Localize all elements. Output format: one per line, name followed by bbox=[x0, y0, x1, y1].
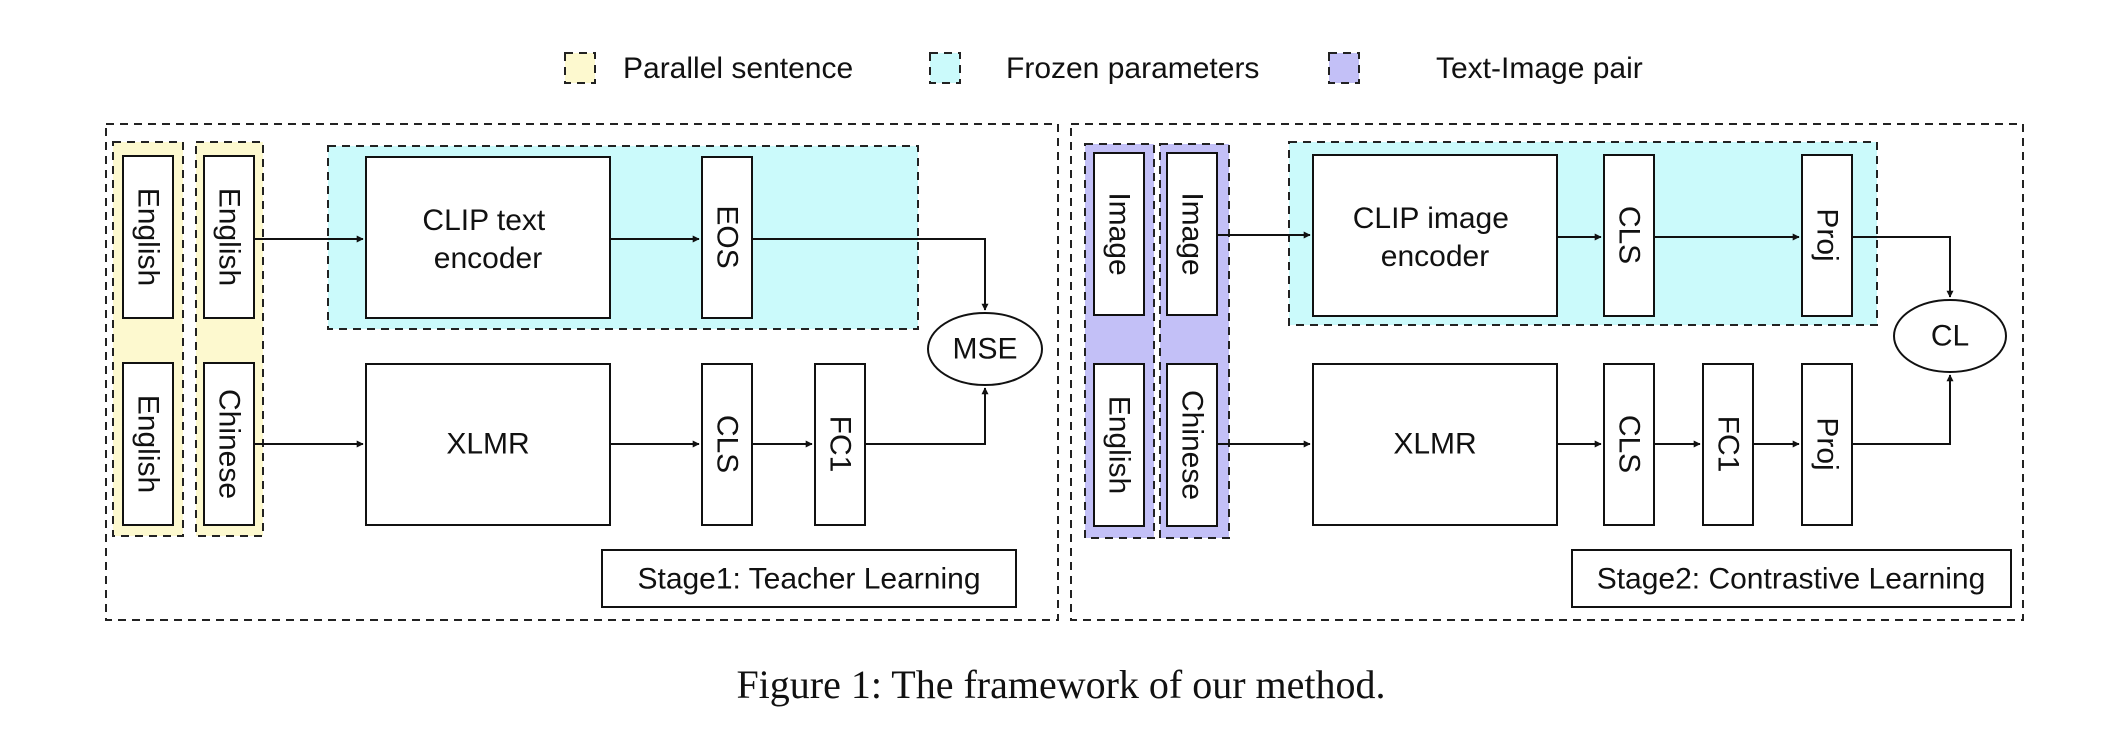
stage1-input-english-b1 bbox=[122, 362, 174, 526]
legend-swatch-parallel bbox=[564, 52, 596, 84]
stage1-input-english-a1 bbox=[122, 155, 174, 319]
stage2-cls-token bbox=[1603, 363, 1655, 526]
stage1-clip-text-encoder-line2: encoder bbox=[434, 242, 542, 275]
figure-caption: Figure 1: The framework of our method. bbox=[736, 662, 1385, 707]
stage2-proj-layer bbox=[1801, 363, 1853, 526]
stage2-clip-image-encoder-label: CLIP image encoder bbox=[1353, 202, 1518, 273]
stage2-xlmr-label: XLMR bbox=[1393, 428, 1476, 461]
stage1-mse-label: MSE bbox=[952, 333, 1017, 366]
stage2-clip-image-encoder-line2: encoder bbox=[1381, 240, 1489, 273]
stage1-panel: English English English Chinese CLIP tex… bbox=[105, 123, 1059, 621]
stage2-xlmr-encoder bbox=[1312, 363, 1558, 526]
legend-swatch-frozen bbox=[929, 52, 961, 84]
legend-item-pair: Text-Image pair bbox=[1328, 52, 1643, 85]
stage2-label: Stage2: Contrastive Learning bbox=[1597, 563, 1986, 596]
stage1-input-english-a2 bbox=[203, 155, 255, 319]
stage2-input-chinese-b2 bbox=[1166, 363, 1218, 527]
stage1-input-chinese-b2-label: Chinese bbox=[213, 389, 246, 499]
stage2-input-chinese-b2-label: Chinese bbox=[1176, 390, 1209, 500]
legend-label-parallel: Parallel sentence bbox=[623, 52, 853, 85]
stage2-input-image-a1-label: Image bbox=[1103, 192, 1136, 275]
stage2-fc1-layer bbox=[1702, 363, 1754, 526]
stage1-eos-token bbox=[701, 156, 753, 319]
stage1-input-english-a2-label: English bbox=[213, 188, 246, 286]
legend-label-frozen: Frozen parameters bbox=[1006, 52, 1259, 85]
legend-label-pair: Text-Image pair bbox=[1436, 52, 1643, 85]
stage1-cls-token bbox=[701, 363, 753, 526]
stage1-frame bbox=[105, 123, 1059, 621]
stage1-xlmr-label: XLMR bbox=[446, 428, 529, 461]
stage1-xlmr-encoder bbox=[365, 363, 611, 526]
stage2-input-image-a2 bbox=[1166, 152, 1218, 316]
stage1-edge-eos-to-mse bbox=[752, 238, 989, 311]
stage2-panel: Image Image English Chinese CLIP image e… bbox=[1070, 123, 2024, 621]
stage2-fc1-label: FC1 bbox=[1712, 416, 1745, 473]
stage2-proj-top-layer bbox=[1801, 154, 1853, 317]
stage2-clip-image-encoder-line1: CLIP image bbox=[1353, 202, 1509, 235]
legend-item-parallel: Parallel sentence bbox=[564, 52, 853, 85]
stage1-eos-label: EOS bbox=[711, 205, 744, 268]
stage2-proj-label: Proj bbox=[1811, 417, 1844, 470]
stage1-fc1-label: FC1 bbox=[824, 416, 857, 473]
stage1-mse-loss bbox=[927, 312, 1043, 386]
stage2-edge-proj-to-cl bbox=[1852, 236, 1954, 298]
stage2-clip-image-encoder bbox=[1312, 154, 1558, 317]
stage2-cls-top-token bbox=[1603, 154, 1655, 317]
stage2-input-english-b1 bbox=[1093, 363, 1145, 527]
stage2-proj-top-label: Proj bbox=[1811, 208, 1844, 261]
stage1-clip-text-encoder bbox=[365, 156, 611, 319]
stage2-input-english-b1-label: English bbox=[1103, 396, 1136, 494]
stage1-clip-text-encoder-line1: CLIP text bbox=[422, 204, 546, 237]
stage1-edge-fc1-to-mse bbox=[865, 387, 989, 445]
stage1-label: Stage1: Teacher Learning bbox=[637, 563, 980, 596]
stage2-frame bbox=[1070, 123, 2024, 621]
stage2-edge-proj-to-cl-bottom bbox=[1852, 374, 1954, 445]
stage2-cl-loss bbox=[1893, 299, 2007, 373]
stage2-cls-top-label: CLS bbox=[1613, 206, 1646, 264]
stage1-input-english-a1-label: English bbox=[132, 188, 165, 286]
stage2-cls-label: CLS bbox=[1613, 415, 1646, 473]
stage2-cl-label: CL bbox=[1931, 320, 1969, 353]
legend: Parallel sentence Frozen parameters Text… bbox=[564, 52, 1643, 85]
stage1-input-english-b1-label: English bbox=[132, 395, 165, 493]
stage1-cls-label: CLS bbox=[711, 415, 744, 473]
stage2-label-box bbox=[1571, 549, 2012, 608]
legend-swatch-pair bbox=[1328, 52, 1360, 84]
stage2-input-image-a1 bbox=[1093, 152, 1145, 316]
stage1-label-box bbox=[601, 549, 1017, 608]
stage1-clip-text-encoder-label: CLIP text encoder bbox=[422, 204, 553, 275]
stage2-input-image-a2-label: Image bbox=[1176, 192, 1209, 275]
legend-item-frozen: Frozen parameters bbox=[929, 52, 1259, 85]
